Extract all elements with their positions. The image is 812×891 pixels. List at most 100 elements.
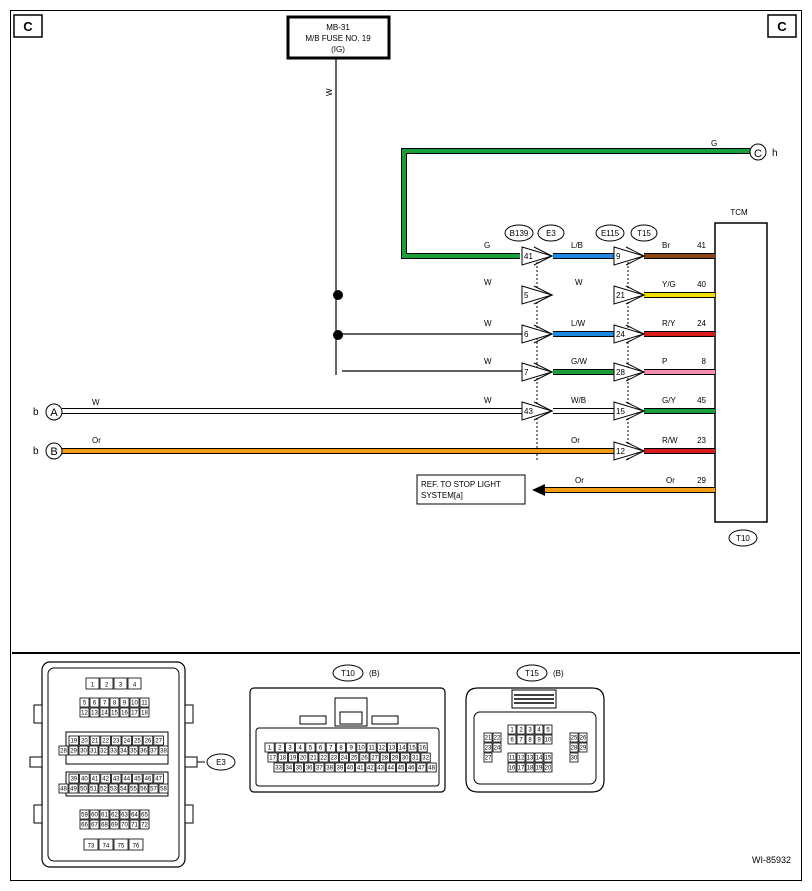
pin-cell: 2: [516, 724, 526, 735]
pin-number: 5: [546, 728, 550, 734]
pin-number: 48: [60, 787, 67, 793]
pin-cell: 16: [417, 742, 428, 753]
pin-cell: 13: [89, 707, 100, 718]
pin-cell: 11: [139, 697, 150, 708]
pin-cell: 4: [295, 742, 306, 753]
pin-number: 14: [399, 746, 406, 752]
pin-cell: 75: [113, 838, 129, 851]
pin-cell: 11: [366, 742, 377, 753]
pin-number: 49: [70, 787, 77, 793]
pin-number: 62: [111, 813, 118, 819]
pin-number: 33: [275, 766, 282, 772]
pin-number: 29: [392, 756, 399, 762]
pin-cell: 10: [129, 697, 140, 708]
pin-number: 34: [285, 766, 292, 772]
pin-cell: 67: [89, 819, 100, 830]
pin-number: 34: [120, 749, 127, 755]
pin-cell: 27: [483, 752, 493, 763]
fuse-line3: (IG): [331, 45, 345, 54]
pin-number: 20: [545, 766, 552, 772]
pin-number: 17: [518, 766, 525, 772]
pin-number: 9: [537, 738, 541, 744]
right-wire-color: R/W: [662, 436, 678, 445]
pin-cell: 19: [287, 752, 298, 763]
pin-cell: 8: [525, 734, 535, 745]
stop-light-line2: SYSTEM[a]: [421, 491, 463, 500]
pin-cell: 11: [507, 752, 517, 763]
pin-cell: 24: [492, 742, 502, 753]
pin-cell: 35: [293, 762, 304, 773]
pin-number: 73: [88, 844, 95, 850]
tcm-pin-number: 23: [697, 436, 706, 445]
pin-cell: 36: [304, 762, 315, 773]
tcm-pin-number: 40: [697, 280, 706, 289]
pin-cell: 12: [516, 752, 526, 763]
pin-number: 25: [571, 736, 578, 742]
pin-number: 26: [145, 739, 152, 745]
left-wire-color: G: [484, 241, 490, 250]
pin-number: 68: [101, 823, 108, 829]
pin-number: 25: [134, 739, 141, 745]
svg-text:E3: E3: [546, 229, 556, 238]
pin-cell: 45: [395, 762, 406, 773]
pin-number: 2: [105, 683, 109, 689]
pin-cell: 18: [139, 707, 150, 718]
pin-number: 69: [111, 823, 118, 829]
pin-cell: 38: [158, 745, 169, 756]
pin-cell: 21: [483, 732, 493, 743]
pin-cell: 55: [128, 783, 139, 794]
pin-cell: 26: [142, 735, 154, 746]
corner-c-right-label: C: [777, 19, 787, 34]
pin-number: 1: [268, 746, 272, 752]
pin-cell: 65: [139, 809, 150, 820]
pin-cell: 29: [389, 752, 400, 763]
pin-cell: 46: [406, 762, 417, 773]
pin-cell: 74: [98, 838, 114, 851]
pin-number: 20: [300, 756, 307, 762]
connector-c-suffix: h: [772, 148, 778, 159]
pin-cell: 47: [153, 773, 164, 784]
t15-pin-arrow: 21: [613, 285, 646, 305]
tcm-label: TCM: [730, 208, 748, 217]
pin-cell: 53: [108, 783, 119, 794]
pin-cell: 22: [100, 735, 111, 746]
pin-cell: 28: [379, 752, 390, 763]
pin-number: 48: [428, 766, 435, 772]
pin-cell: 27: [369, 752, 380, 763]
pin-cell: 8: [335, 742, 346, 753]
pin-cell: 21: [89, 735, 101, 746]
pin-cell: 5: [543, 724, 553, 735]
pin-number: 2: [519, 728, 523, 734]
pin-cell: 6: [507, 734, 517, 745]
stop-light-tcm-pin: 29: [697, 476, 706, 485]
pin-number: 13: [91, 711, 98, 717]
mid-wire-color: Or: [571, 436, 580, 445]
pin-cell: 20: [298, 752, 309, 763]
connector-b-letter: B: [50, 446, 57, 458]
corner-c-left: C: [13, 14, 43, 38]
pin-number: 31: [90, 749, 97, 755]
t15-suffix: (B): [553, 669, 564, 678]
pin-cell: 52: [98, 783, 109, 794]
pin-cell: 21: [308, 752, 319, 763]
pin-number: 47: [418, 766, 425, 772]
fuse-line2: M/B FUSE NO. 19: [305, 34, 371, 43]
pin-cell: 59: [79, 809, 90, 820]
t15-pin-arrow-number: 21: [616, 291, 625, 300]
pin-number: 16: [509, 766, 516, 772]
pin-number: 61: [101, 813, 108, 819]
pin-number: 27: [371, 756, 378, 762]
stop-light-mid-color: Or: [575, 476, 584, 485]
pin-number: 11: [509, 756, 516, 762]
pin-cell: 13: [525, 752, 535, 763]
left-wire-color: W: [484, 396, 492, 405]
pin-cell: 41: [89, 773, 101, 784]
pin-cell: 44: [385, 762, 396, 773]
pin-number: 23: [485, 746, 492, 752]
pin-number: 22: [102, 739, 109, 745]
pin-number: 57: [150, 787, 157, 793]
